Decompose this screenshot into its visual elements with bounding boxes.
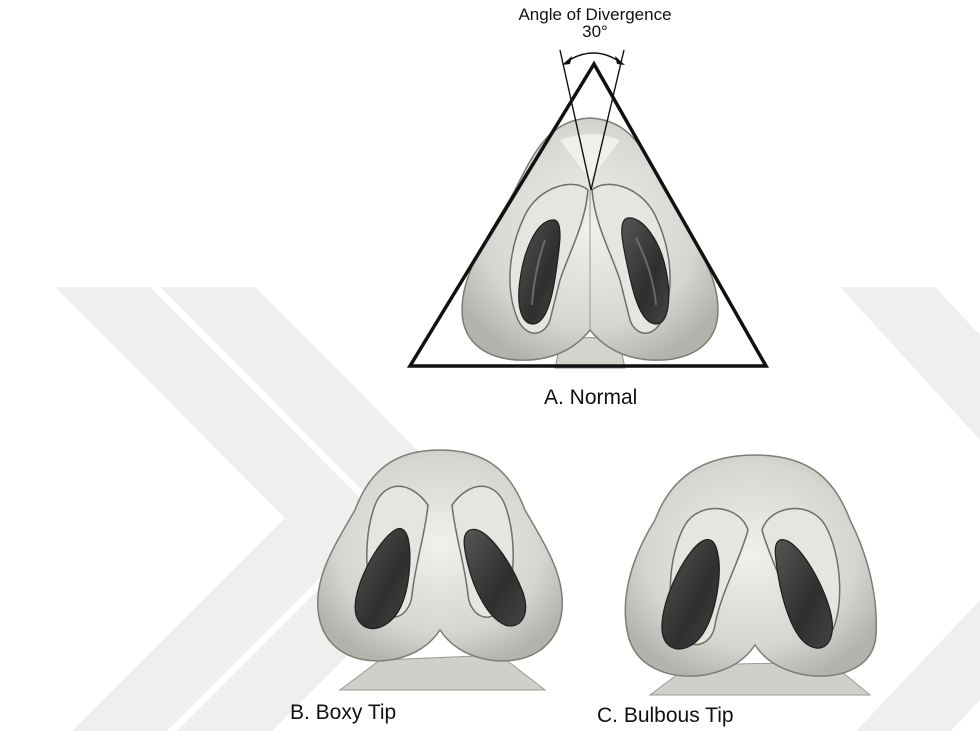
angle-arrow-left — [562, 56, 572, 65]
caption-boxy-tip: B. Boxy Tip — [290, 701, 396, 725]
nose-boxy — [318, 450, 563, 690]
nose-normal — [462, 118, 718, 368]
nose-bulbous — [625, 455, 876, 695]
angle-value-label: 30° — [0, 22, 980, 42]
angle-arc — [566, 53, 620, 62]
caption-bulbous-tip: C. Bulbous Tip — [597, 704, 734, 728]
angle-arrow-right — [615, 56, 625, 65]
caption-normal: A. Normal — [544, 386, 637, 410]
